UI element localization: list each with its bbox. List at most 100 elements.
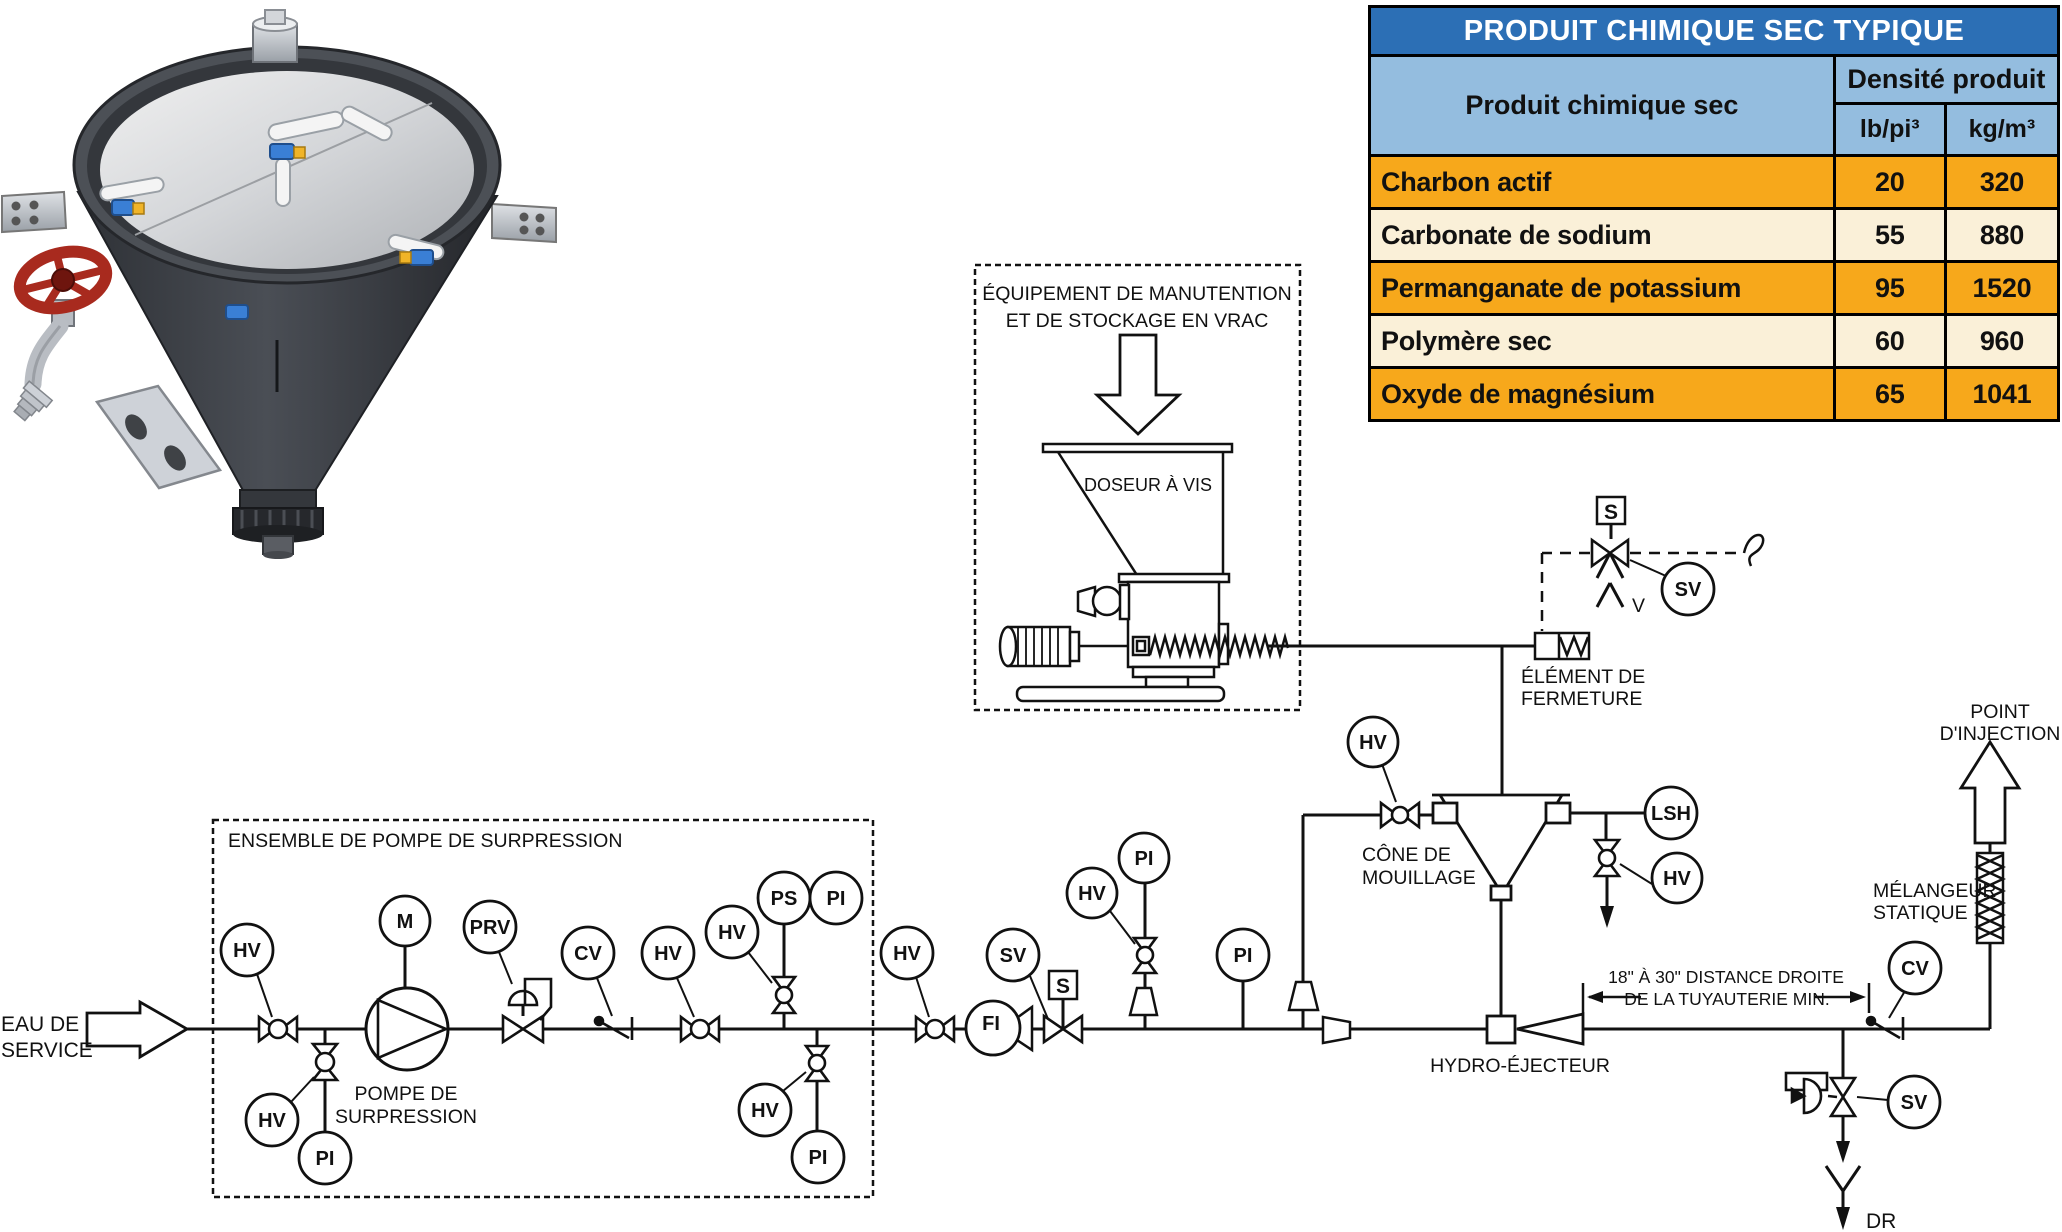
svg-text:PI: PI (316, 1148, 335, 1170)
solenoid-box-label: S (1056, 975, 1070, 998)
flow-indicator: FI (964, 999, 1034, 1057)
column-header-product: Produit chimique sec (1368, 54, 1836, 157)
booster-pump-box (211, 818, 875, 1199)
hopper-spout (232, 489, 324, 559)
feeder-hopper-rim (1041, 442, 1234, 454)
svg-text:PS: PS (771, 888, 798, 910)
svg-text:HV: HV (893, 943, 921, 965)
check-valve (1865, 1015, 1905, 1040)
chemical-name: Carbonate de sodium (1368, 207, 1836, 263)
ball-valve (257, 1014, 299, 1044)
svg-text:PI: PI (809, 1147, 828, 1169)
static-mixer (1974, 851, 2006, 945)
table-title: PRODUIT CHIMIQUE SEC TYPIQUE (1368, 5, 2060, 57)
bowl-piping (99, 105, 445, 261)
density-lb: 20 (1832, 154, 1947, 210)
pipe-reducer (1321, 1015, 1352, 1045)
density-kg: 320 (1943, 154, 2061, 210)
booster-pump-label: POMPE DE (355, 1083, 458, 1105)
svg-text:CV: CV (1901, 958, 1929, 980)
injection-point-label: D'INJECTION (1940, 723, 2061, 745)
column-header-lb: lb/pi³ (1832, 102, 1947, 157)
mount-bracket-left (0, 190, 68, 234)
instrument-bubble-hv: HV (1346, 715, 1400, 769)
svg-text:CV: CV (574, 943, 602, 965)
drain-arrowheads (1600, 906, 1850, 1230)
mount-bracket-right (491, 202, 557, 244)
service-water-arrow-icon (85, 999, 190, 1060)
solenoid-valve (1042, 1013, 1084, 1045)
svg-text:LSH: LSH (1651, 803, 1691, 825)
instrument-bubble-cv: CV (560, 925, 616, 981)
svg-text:HV: HV (258, 1110, 286, 1132)
density-kg: 880 (1943, 207, 2061, 263)
svg-text:SV: SV (1675, 579, 1702, 601)
ball-valve-vertical (1592, 838, 1622, 878)
instrument-bubble-hv: HV (1065, 866, 1119, 920)
svg-text:HV: HV (1663, 868, 1691, 890)
svg-text:SV: SV (1901, 1092, 1928, 1114)
equipment-box-title: ÉQUIPEMENT DE MANUTENTION (982, 282, 1292, 305)
equipment-box-title: ET DE STOCKAGE EN VRAC (1006, 310, 1269, 332)
svg-text:PI: PI (1135, 848, 1154, 870)
cone-feed-funnel (1287, 980, 1320, 1012)
ball-valve-vertical (1131, 936, 1159, 975)
svg-text:SV: SV (1000, 945, 1027, 967)
density-kg: 960 (1943, 313, 2061, 369)
svg-text:PRV: PRV (470, 917, 511, 939)
chemical-name: Charbon actif (1368, 154, 1836, 210)
wetting-cone (1431, 793, 1572, 902)
chemical-name: Oxyde de magnésium (1368, 366, 1836, 422)
booster-pump-label: SURPRESSION (335, 1106, 477, 1128)
solenoid-box-label: S (1604, 501, 1618, 524)
instrument-bubble-motor: M (378, 894, 432, 948)
instrument-bubble-hv: HV (244, 1092, 300, 1148)
instrument-bubble-prv: PRV (462, 899, 518, 955)
instrument-bubble-pi: PI (1215, 927, 1271, 983)
flat-bracket (94, 384, 223, 490)
ball-valve-vertical (803, 1044, 831, 1083)
density-lb: 55 (1832, 207, 1947, 263)
screw-feeder (998, 442, 1290, 703)
svg-text:HV: HV (718, 922, 746, 944)
instrument-bubbles: HV HV PI M PRV CV HV HV PS PI HV PI HV F… (219, 561, 1943, 1186)
dry-chemical-table: PRODUIT CHIMIQUE SEC TYPIQUE Produit chi… (1368, 5, 2061, 422)
instrument-bubble-hv: HV (737, 1082, 793, 1138)
solenoid-box (1047, 969, 1079, 1001)
instrument-leaders (256, 559, 1906, 1103)
booster-pump-box-title: ENSEMBLE DE POMPE DE SURPRESSION (228, 830, 622, 852)
service-water-label: SERVICE (1, 1039, 93, 1062)
ball-valve (914, 1014, 956, 1044)
svg-text:HV: HV (751, 1100, 779, 1122)
density-lb: 60 (1832, 313, 1947, 369)
bowl-valves (111, 143, 434, 320)
diagram-labels: ÉQUIPEMENT DE MANUTENTION ET DE STOCKAGE… (1, 282, 2060, 1232)
instrument-bubble-sv: SV (1660, 561, 1716, 617)
svg-text:HV: HV (654, 943, 682, 965)
instrument-bubble-hv: HV (1650, 851, 1704, 905)
injection-up-arrow-icon (1958, 739, 2022, 845)
instrument-bubble-sv: SV (985, 927, 1041, 983)
wetting-cone-label: MOUILLAGE (1362, 867, 1476, 889)
instrument-bubble-pi: PI (1117, 831, 1171, 885)
hydro-ejector (1485, 1012, 1585, 1046)
reducers (1128, 980, 1352, 1045)
chemical-name: Permanganate de potassium (1368, 260, 1836, 316)
svg-text:HV: HV (233, 940, 261, 962)
flow-arrows (85, 333, 2022, 1060)
right-arrow-icon (1850, 991, 1866, 1003)
service-water-label: EAU DE (1, 1013, 79, 1036)
instrument-bubble-pi: PI (790, 1129, 846, 1185)
density-kg: 1041 (1943, 366, 2061, 422)
left-arrow-icon (1587, 991, 1603, 1003)
instrument-bubble-sv: SV (1886, 1074, 1942, 1130)
static-mixer-label: STATIQUE (1873, 902, 1968, 924)
vent-label: V (1632, 595, 1645, 617)
density-lb: 65 (1832, 366, 1947, 422)
closure-element (1533, 631, 1591, 661)
hose-barb (13, 380, 54, 422)
instrument-bubble-pi: PI (297, 1130, 353, 1186)
down-arrow-icon (1836, 1207, 1850, 1230)
